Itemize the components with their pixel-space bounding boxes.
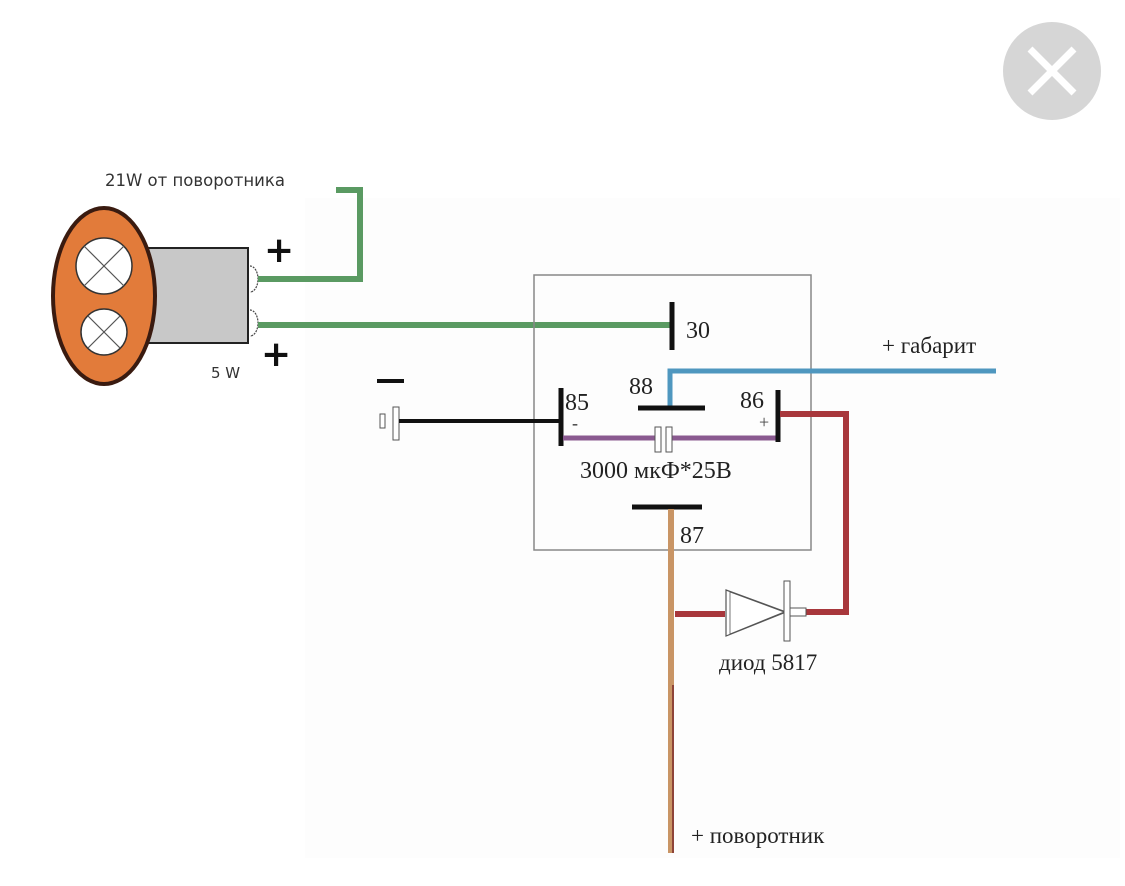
- bulb-5w-icon: [80, 308, 128, 356]
- lamp-socket: [147, 247, 249, 344]
- diode-label: диод 5817: [719, 650, 817, 675]
- lamp-housing: [51, 206, 157, 386]
- diode-icon: [725, 580, 807, 642]
- ground-terminal-large: [392, 406, 400, 441]
- capacitor-icon: [654, 426, 673, 453]
- pin-85-polarity: -: [572, 413, 578, 433]
- turn-signal-output-label: + поворотник: [691, 823, 825, 848]
- parking-output-label: + габарит: [882, 333, 976, 358]
- pin-86-label: 86: [740, 388, 764, 414]
- pin-86-polarity: +: [759, 412, 769, 432]
- contact-21w: [249, 265, 259, 293]
- plus-5w: +: [261, 334, 291, 375]
- contact-5w: [249, 309, 259, 337]
- pin-30-label: 30: [686, 318, 710, 344]
- label-21w: 21W от поворотника: [105, 171, 285, 190]
- diagram-background: [305, 198, 1120, 858]
- wire-21w: [258, 187, 363, 282]
- pin-88-label: 88: [629, 374, 653, 400]
- lamp-assembly: [51, 206, 259, 386]
- close-icon: [1027, 46, 1077, 96]
- wire-pin86-to-diode: [780, 411, 849, 615]
- capacitor-label: 3000 мкФ*25В: [580, 458, 732, 484]
- label-5w: 5 W: [211, 364, 240, 382]
- pin-85-label: 85: [565, 390, 589, 416]
- plus-21w: +: [264, 230, 294, 271]
- wire-parking: [667, 368, 996, 406]
- close-button[interactable]: [1003, 22, 1101, 120]
- bulb-21w-icon: [75, 237, 133, 295]
- pin-87-label: 87: [680, 523, 704, 549]
- ground-terminal-small: [379, 413, 386, 429]
